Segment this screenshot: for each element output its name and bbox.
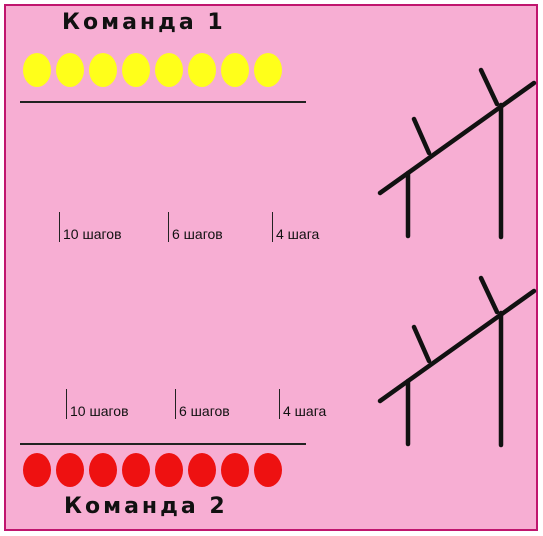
team2-balls	[23, 453, 282, 487]
hurdle-icon	[380, 70, 534, 237]
team2-ball	[89, 453, 117, 487]
team2-title: Команда 2	[64, 494, 228, 519]
team2-ball	[56, 453, 84, 487]
team2-ball	[122, 453, 150, 487]
team2-ball	[188, 453, 216, 487]
team2-ball	[155, 453, 183, 487]
team2-ball	[23, 453, 51, 487]
hurdle-icon	[380, 278, 534, 445]
team2-line	[20, 443, 306, 445]
team2-ball	[254, 453, 282, 487]
team2-ball	[221, 453, 249, 487]
